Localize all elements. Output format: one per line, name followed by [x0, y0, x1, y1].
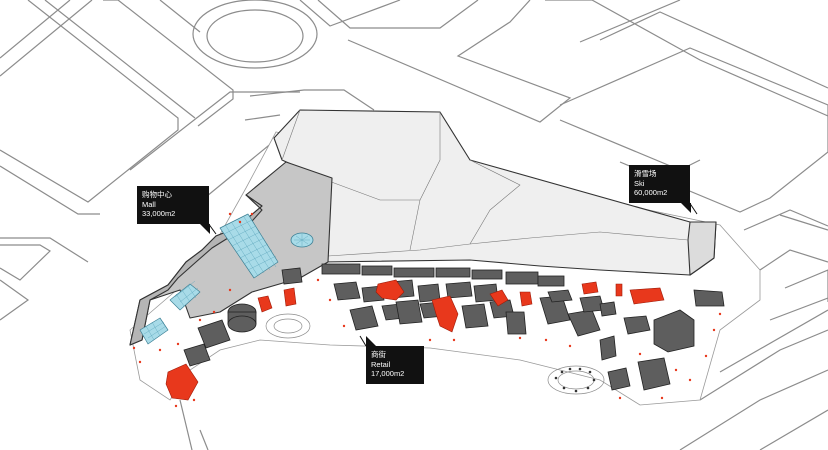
callout-ski-name-cn: 滑雪场 [634, 169, 657, 178]
callout-mall-name-cn: 购物中心 [142, 190, 172, 199]
callout-ski-pointer [681, 203, 691, 213]
red-sculptures [165, 279, 665, 401]
callout-mall: 购物中心 Mall 33,000m2 [137, 186, 210, 234]
plaza-circle-dots [554, 367, 596, 393]
callout-retail-name-en: Retail [371, 359, 391, 369]
callout-mall-name-en: Mall [142, 199, 156, 209]
callout-ski: 滑雪场 Ski 60,000m2 [629, 165, 691, 213]
callout-retail-area: 17,000m2 [371, 369, 405, 378]
activity-markers [132, 212, 722, 408]
plaza-circle [265, 313, 605, 395]
callout-ski-name-en: Ski [634, 178, 645, 188]
retail-buildings [183, 263, 725, 391]
callout-retail: 商街 Retail 17,000m2 [366, 336, 424, 384]
callout-retail-name-cn: 商街 [371, 350, 386, 359]
callout-retail-pointer [366, 336, 376, 346]
callout-mall-pointer [200, 224, 210, 234]
callout-mall-area: 33,000m2 [142, 209, 176, 218]
roundabout [192, 0, 318, 69]
callout-ski-area: 60,000m2 [634, 188, 668, 197]
